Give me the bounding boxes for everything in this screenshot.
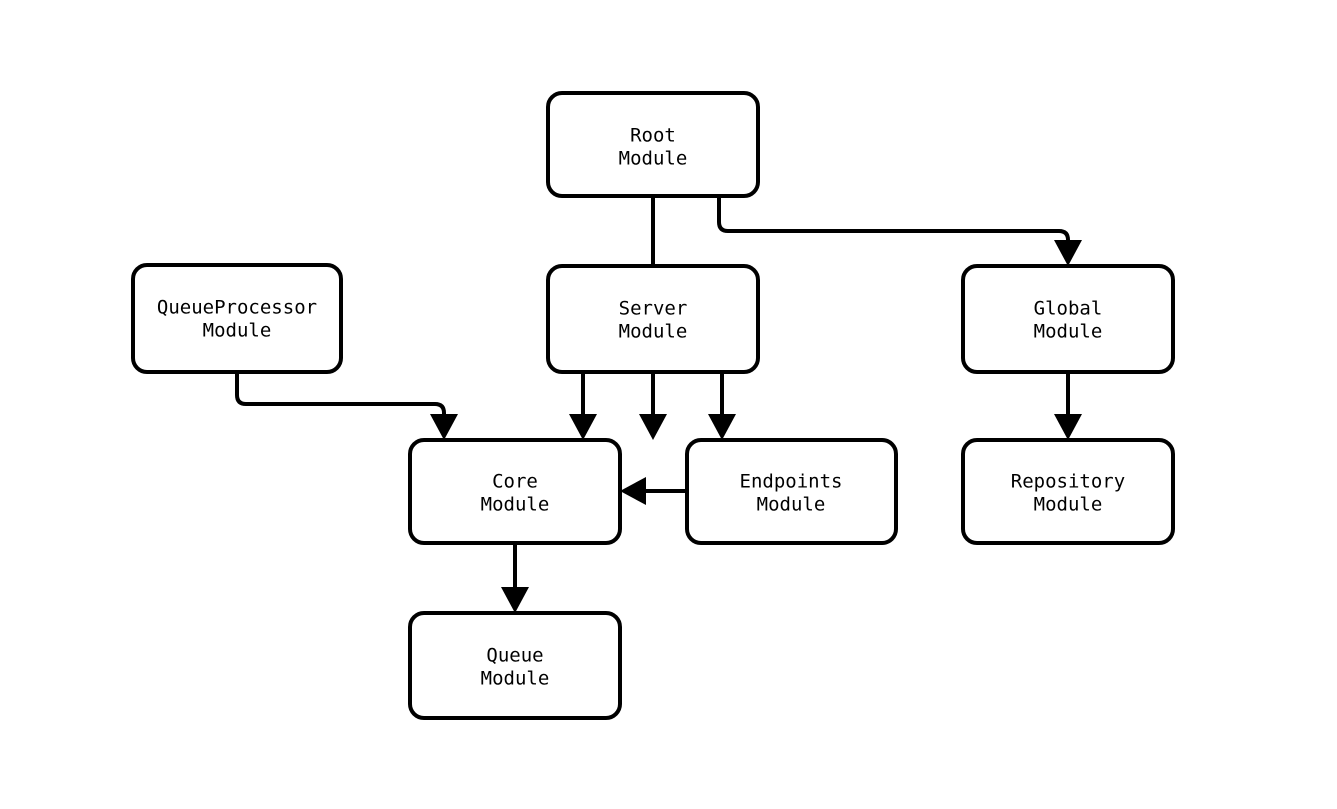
node-server-module-label-line2: Module xyxy=(619,321,688,343)
node-global-module-label-line2: Module xyxy=(1034,321,1103,343)
node-global-module[interactable]: Global Module xyxy=(961,264,1175,374)
edges-layer xyxy=(235,196,1082,613)
node-core-module[interactable]: Core Module xyxy=(408,438,622,545)
edge-queueprocessor-to-core xyxy=(235,372,458,440)
arrow-head-icon xyxy=(639,414,667,440)
arrow-head-icon xyxy=(430,414,458,440)
arrow-head-icon xyxy=(620,477,646,505)
node-global-module-box[interactable] xyxy=(961,264,1175,374)
edge-core-to-queue xyxy=(501,543,529,613)
node-root-module-label-line2: Module xyxy=(619,148,688,170)
node-queueprocessor-module-label-line2: Module xyxy=(203,320,272,342)
node-core-module-label-line2: Module xyxy=(481,494,550,516)
arrow-head-icon xyxy=(708,414,736,440)
arrow-head-icon xyxy=(569,414,597,440)
edge-server-to-core xyxy=(569,372,597,440)
node-queue-module-box[interactable] xyxy=(408,611,622,720)
nodes-layer: Root Module QueueProcessor Module Server… xyxy=(131,91,1175,720)
edge-root-to-global-path xyxy=(717,196,1070,252)
node-queueprocessor-module-box[interactable] xyxy=(131,263,343,374)
node-server-module[interactable]: Server Module xyxy=(546,264,760,374)
node-repository-module-label-line1: Repository xyxy=(1011,471,1125,493)
edge-queueprocessor-to-core-path xyxy=(235,372,446,426)
node-repository-module-box[interactable] xyxy=(961,438,1175,545)
node-repository-module[interactable]: Repository Module xyxy=(961,438,1175,545)
node-server-module-label-line1: Server xyxy=(619,298,688,320)
node-endpoints-module[interactable]: Endpoints Module xyxy=(685,438,898,545)
edge-server-to-endpoints xyxy=(708,372,736,440)
node-root-module-label-line1: Root xyxy=(630,125,676,147)
arrow-head-icon xyxy=(501,587,529,613)
node-endpoints-module-label-line1: Endpoints xyxy=(740,471,843,493)
node-queueprocessor-module-label-line1: QueueProcessor xyxy=(157,297,317,319)
node-root-module-box[interactable] xyxy=(546,91,760,198)
node-endpoints-module-box[interactable] xyxy=(685,438,898,545)
arrow-head-icon xyxy=(1054,414,1082,440)
node-root-module[interactable]: Root Module xyxy=(546,91,760,198)
edge-root-to-global xyxy=(717,196,1082,266)
node-server-module-box[interactable] xyxy=(546,264,760,374)
edge-global-to-repository xyxy=(1054,372,1082,440)
node-queue-module[interactable]: Queue Module xyxy=(408,611,622,720)
node-endpoints-module-label-line2: Module xyxy=(757,494,826,516)
node-queueprocessor-module[interactable]: QueueProcessor Module xyxy=(131,263,343,374)
node-queue-module-label-line2: Module xyxy=(481,668,550,690)
arrow-head-icon xyxy=(1054,240,1082,266)
node-repository-module-label-line2: Module xyxy=(1034,494,1103,516)
node-global-module-label-line1: Global xyxy=(1034,298,1103,320)
node-queue-module-label-line1: Queue xyxy=(486,645,543,667)
edge-endpoints-to-core xyxy=(620,477,687,505)
node-core-module-label-line1: Core xyxy=(492,471,538,493)
node-core-module-box[interactable] xyxy=(408,438,622,545)
